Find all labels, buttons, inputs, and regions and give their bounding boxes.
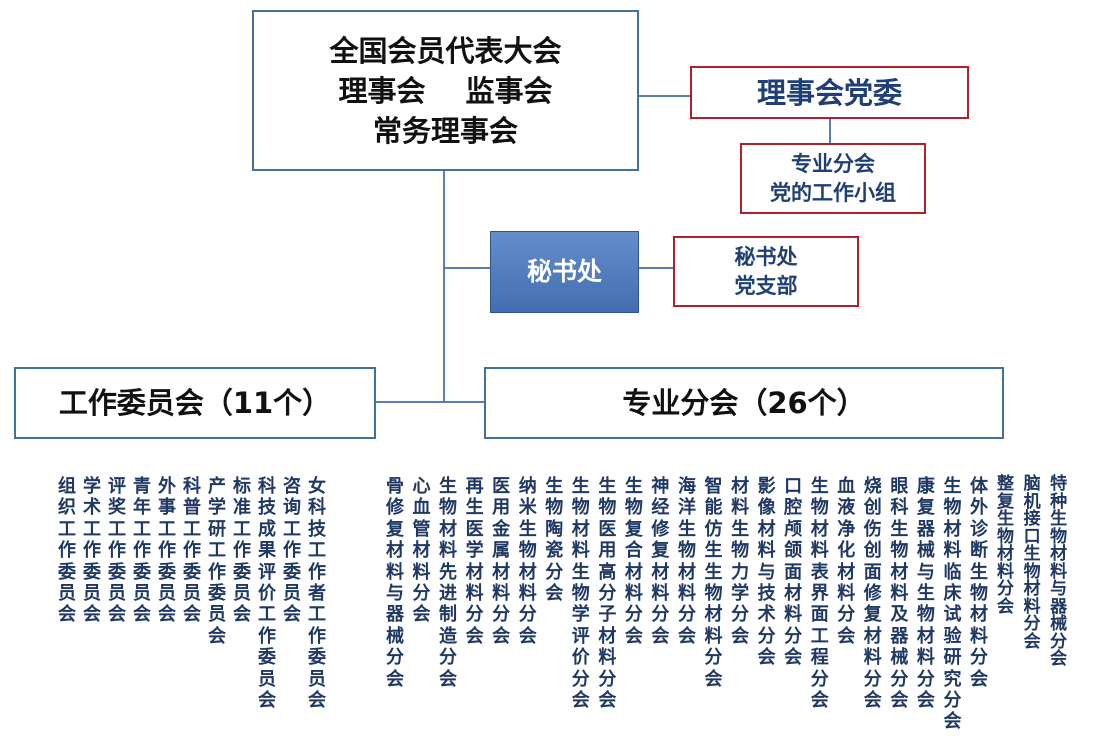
working-committee-item: 外事工作委员会: [158, 476, 176, 626]
assembly-line-3: 常务理事会: [372, 113, 518, 148]
working-committee-item: 评奖工作委员会: [108, 476, 126, 626]
spacer: [426, 71, 466, 111]
connector-party-committee-to-branch-group: [829, 119, 831, 143]
working-committee-item: 科技成果评价工作委员会: [258, 476, 276, 712]
connector-secretariat-to-party-branch: [639, 267, 673, 269]
party-committee-box: 理事会党委: [690, 66, 969, 119]
connector-trunk-to-secretariat: [445, 267, 490, 269]
branch-item: 纳米生物材料分会: [518, 476, 537, 647]
working-committee-item: 产学研工作委员会: [208, 476, 226, 647]
working-committee-item: 青年工作委员会: [133, 476, 151, 626]
branches-list: 骨修复材料与器械分会心血管材料分会生物材料先进制造分会再生医学材料分会医用金属材…: [382, 474, 1072, 733]
branch-item: 口腔颅颌面材料分会: [784, 476, 803, 669]
branch-item: 生物医用高分子材料分会: [598, 476, 617, 712]
working-committees-title: 工作委员会（11个）: [58, 386, 332, 420]
branch-item: 体外诊断生物材料分会: [969, 476, 988, 690]
secretariat-party-branch-line-2: 党支部: [734, 273, 798, 298]
branch-item: 生物陶瓷分会: [545, 476, 564, 605]
branch-party-group-line-1: 专业分会: [791, 151, 875, 176]
branch-item: 脑机接口生物材料分会: [1023, 474, 1041, 652]
assembly-line-1: 全国会员代表大会: [329, 33, 562, 68]
working-committee-item: 组织工作委员会: [58, 476, 76, 626]
working-committee-item: 学术工作委员会: [83, 476, 101, 626]
secretariat-box: 秘书处: [490, 231, 639, 313]
branch-item: 海洋生物材料分会: [677, 476, 696, 647]
branch-party-group-box: 专业分会 党的工作小组: [740, 143, 926, 214]
working-committees-box: 工作委员会（11个）: [14, 367, 376, 439]
working-committee-item: 科普工作委员会: [183, 476, 201, 626]
secretariat-party-branch-box: 秘书处 党支部: [673, 236, 859, 307]
branch-item: 骨修复材料与器械分会: [385, 476, 404, 690]
branch-item: 生物材料表界面工程分会: [810, 476, 829, 712]
branch-item: 生物材料先进制造分会: [439, 476, 458, 690]
branch-item: 再生医学材料分会: [465, 476, 484, 647]
working-committee-item: 女科技工作者工作委员会: [308, 476, 326, 712]
branch-item: 心血管材料分会: [412, 476, 431, 626]
connector-main-trunk: [443, 171, 445, 403]
branch-party-group-line-2: 党的工作小组: [770, 180, 896, 205]
secretariat-party-branch-line-1: 秘书处: [734, 244, 798, 269]
branch-item: 眼科生物材料及器械分会: [890, 476, 909, 712]
branch-item: 整复生物材料分会: [997, 474, 1015, 617]
council-label: 理事会: [338, 73, 426, 108]
connector-assembly-to-party-committee: [639, 95, 690, 97]
branches-title: 专业分会（26个）: [622, 386, 866, 420]
branch-item: 神经修复材料分会: [651, 476, 670, 647]
branch-item: 生物材料生物学评价分会: [571, 476, 590, 712]
branch-item: 医用金属材料分会: [492, 476, 511, 647]
branch-item: 生物复合材料分会: [624, 476, 643, 647]
branches-box: 专业分会（26个）: [484, 367, 1004, 439]
working-committees-list: 组织工作委员会学术工作委员会评奖工作委员会青年工作委员会外事工作委员会科普工作委…: [55, 476, 330, 711]
branch-item: 材料生物力学分会: [731, 476, 750, 647]
working-committee-item: 咨询工作委员会: [283, 476, 301, 626]
secretariat-label: 秘书处: [526, 257, 602, 286]
branch-item: 烧创伤创面修复材料分会: [863, 476, 882, 712]
branch-item: 血液净化材料分会: [837, 476, 856, 647]
branch-item: 智能仿生生物材料分会: [704, 476, 723, 690]
supervisory-board-label: 监事会: [465, 73, 553, 108]
connector-committees-to-branches: [376, 401, 484, 403]
working-committee-item: 标准工作委员会: [233, 476, 251, 626]
assembly-box: 全国会员代表大会 理事会 监事会 常务理事会: [252, 10, 639, 171]
branch-item: 康复器械与生物材料分会: [916, 476, 935, 712]
branch-item: 特种生物材料与器械分会: [1050, 474, 1068, 669]
branch-item: 生物材料临床试验研究分会: [943, 476, 962, 733]
assembly-line-2: 理事会 监事会: [338, 71, 552, 111]
party-committee-label: 理事会党委: [756, 75, 902, 110]
branch-item: 影像材料与技术分会: [757, 476, 776, 669]
